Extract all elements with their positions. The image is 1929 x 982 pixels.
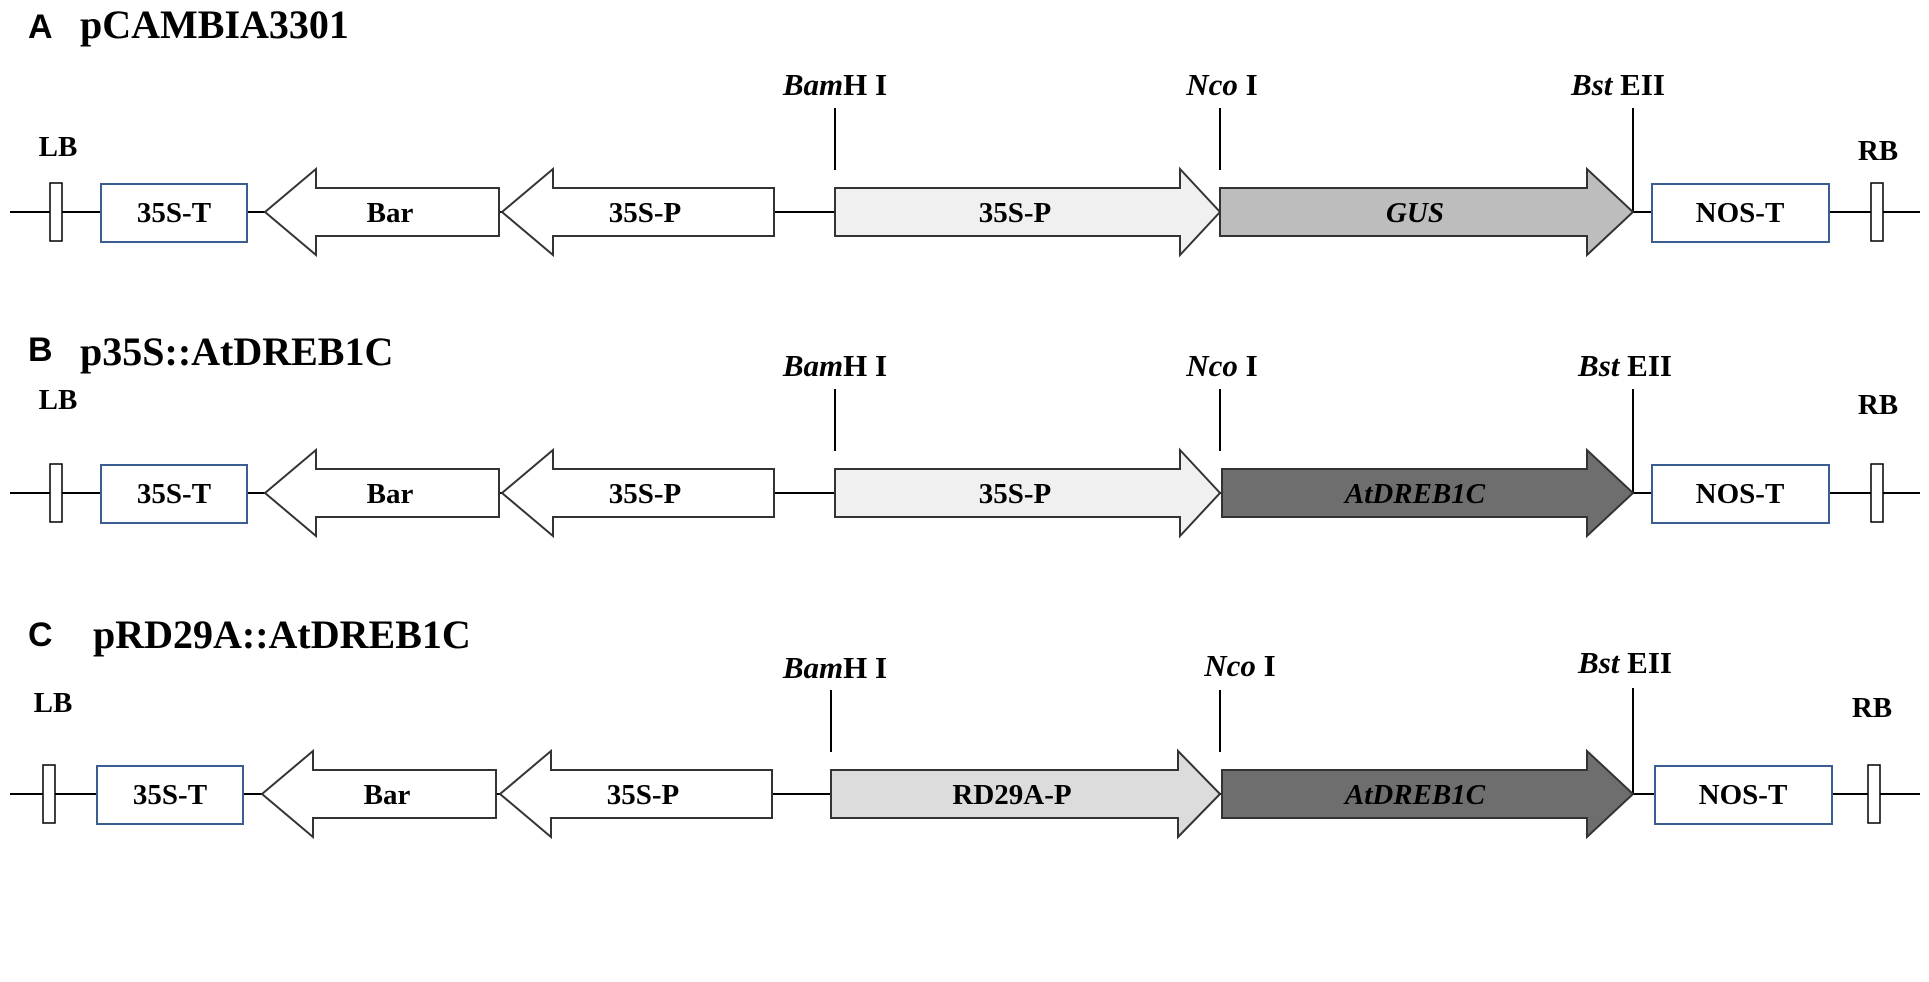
panel-a: A pCAMBIA3301 BamH I Nco I Bst EII LB RB… bbox=[10, 2, 1920, 258]
gene-label: AtDREB1C bbox=[1343, 478, 1486, 510]
right-border-marker bbox=[1870, 463, 1884, 523]
right-border-marker bbox=[1870, 182, 1884, 242]
selectable-marker-arrow bbox=[260, 748, 497, 840]
gene-arrow bbox=[1219, 166, 1635, 258]
right-border-label: RB bbox=[1852, 692, 1892, 724]
site-label-bsteii: Bst EII bbox=[1577, 348, 1672, 383]
panel-letter: A bbox=[28, 8, 53, 46]
terminator-right-box bbox=[1654, 765, 1833, 825]
marker-promoter-label: 35S-P bbox=[607, 779, 680, 811]
terminator-right-box bbox=[1651, 183, 1830, 243]
selectable-marker-arrow bbox=[263, 166, 500, 258]
terminator-right-label: NOS-T bbox=[1699, 779, 1788, 811]
selectable-marker-arrow bbox=[263, 447, 500, 539]
site-label-ncoi: Nco I bbox=[1185, 67, 1257, 102]
marker-promoter-label: 35S-P bbox=[609, 478, 682, 510]
gene-arrow bbox=[1221, 447, 1635, 539]
panel-letter: C bbox=[28, 616, 53, 654]
left-border-marker bbox=[49, 463, 63, 523]
terminator-right-label: NOS-T bbox=[1696, 197, 1785, 229]
marker-promoter-arrow bbox=[498, 748, 773, 840]
terminator-left-box bbox=[100, 183, 248, 243]
marker-promoter-arrow bbox=[500, 166, 775, 258]
promoter-arrow bbox=[834, 447, 1222, 539]
left-border-label: LB bbox=[34, 687, 73, 719]
promoter-label: 35S-P bbox=[979, 478, 1052, 510]
site-label-ncoi: Nco I bbox=[1203, 648, 1275, 683]
right-border-label: RB bbox=[1858, 389, 1898, 421]
gene-label: AtDREB1C bbox=[1343, 779, 1486, 811]
site-label-ncoi: Nco I bbox=[1185, 348, 1257, 383]
promoter-label: 35S-P bbox=[979, 197, 1052, 229]
promoter-arrow bbox=[830, 748, 1222, 840]
panel-title: pRD29A::AtDREB1C bbox=[93, 612, 471, 657]
right-border-label: RB bbox=[1858, 135, 1898, 167]
right-border-marker bbox=[1867, 764, 1881, 824]
promoter-arrow bbox=[834, 166, 1222, 258]
panel-letter: B bbox=[28, 331, 53, 369]
panel-b: B p35S::AtDREB1C BamH I Nco I Bst EII LB… bbox=[10, 329, 1920, 539]
panel-title: p35S::AtDREB1C bbox=[80, 329, 393, 374]
site-label-bsteii: Bst EII bbox=[1577, 645, 1672, 680]
left-border-label: LB bbox=[39, 131, 78, 163]
gene-arrow bbox=[1221, 748, 1635, 840]
site-label-bamhi: BamH I bbox=[782, 348, 887, 383]
site-label-bamhi: BamH I bbox=[782, 650, 887, 685]
gene-label: GUS bbox=[1386, 197, 1444, 229]
site-label-bamhi: BamH I bbox=[782, 67, 887, 102]
terminator-left-label: 35S-T bbox=[137, 478, 211, 510]
left-border-marker bbox=[42, 764, 56, 824]
terminator-left-box bbox=[96, 765, 244, 825]
marker-promoter-label: 35S-P bbox=[609, 197, 682, 229]
terminator-right-label: NOS-T bbox=[1696, 478, 1785, 510]
left-border-label: LB bbox=[39, 384, 78, 416]
promoter-label: RD29A-P bbox=[952, 779, 1071, 811]
selectable-marker-label: Bar bbox=[367, 197, 414, 229]
site-label-bsteii: Bst EII bbox=[1570, 67, 1665, 102]
terminator-right-box bbox=[1651, 464, 1830, 524]
left-border-marker bbox=[49, 182, 63, 242]
terminator-left-box bbox=[100, 464, 248, 524]
marker-promoter-arrow bbox=[500, 447, 775, 539]
selectable-marker-label: Bar bbox=[364, 779, 411, 811]
panel-title: pCAMBIA3301 bbox=[80, 2, 349, 47]
selectable-marker-label: Bar bbox=[367, 478, 414, 510]
panel-c: C pRD29A::AtDREB1C BamH I Nco I Bst EII … bbox=[10, 612, 1920, 840]
terminator-left-label: 35S-T bbox=[137, 197, 211, 229]
terminator-left-label: 35S-T bbox=[133, 779, 207, 811]
